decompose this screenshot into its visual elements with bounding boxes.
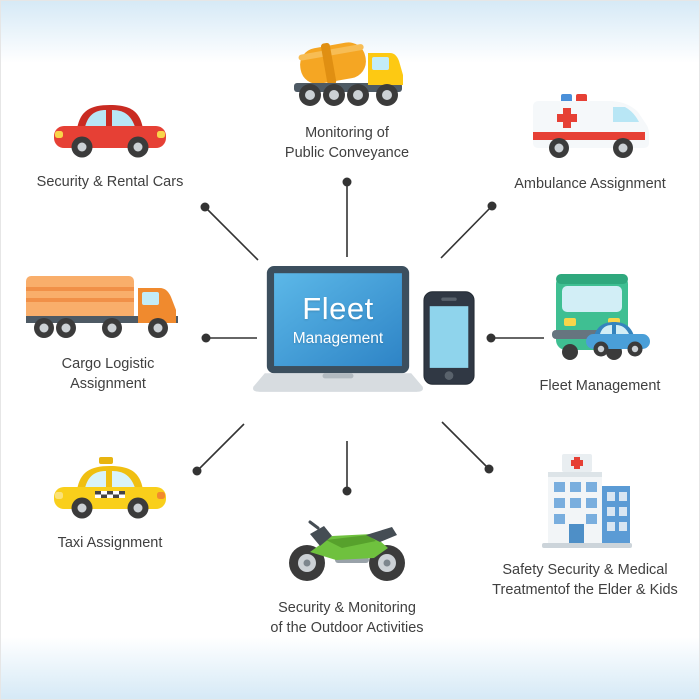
hospital-icon <box>542 454 632 548</box>
node-fleet-management: Fleet Management <box>500 272 700 396</box>
laptop-icon <box>253 266 423 392</box>
cement-mixer-truck-icon <box>294 42 403 106</box>
taxi-icon <box>54 457 166 519</box>
bus-and-car-icon <box>552 274 650 360</box>
node-monitoring-public-conveyance: Monitoring of Public Conveyance <box>247 25 447 164</box>
node-taxi-assignment: Taxi Assignment <box>10 455 210 553</box>
center-hub: Fleet Management <box>250 262 482 410</box>
node-label: Security & Rental Cars <box>36 174 184 190</box>
node-label: Monitoring of Public Conveyance <box>284 125 410 162</box>
node-label: Ambulance Assignment <box>514 176 666 192</box>
cargo-truck-icon <box>26 276 178 338</box>
red-car-icon <box>54 105 166 158</box>
node-label: Fleet Management <box>539 378 661 394</box>
node-safety-medical-treatment: Safety Security & Medical Treatmentof th… <box>475 450 695 601</box>
node-security-monitoring-outdoor: Security & Monitoring of the Outdoor Act… <box>237 508 457 639</box>
node-label: Security & Monitoring of the Outdoor Act… <box>270 600 424 637</box>
node-label: Cargo Logistic Assignment <box>61 356 155 393</box>
node-ambulance-assignment: Ambulance Assignment <box>488 94 692 194</box>
motorcycle-icon <box>289 520 405 581</box>
node-label: Taxi Assignment <box>57 535 163 551</box>
smartphone-icon <box>423 291 475 385</box>
node-security-rental-cars: Security & Rental Cars <box>10 96 210 192</box>
ambulance-icon <box>533 94 649 158</box>
node-cargo-logistic-assignment: Cargo Logistic Assignment <box>8 268 208 395</box>
node-label: Safety Security & Medical Treatmentof th… <box>492 562 678 599</box>
